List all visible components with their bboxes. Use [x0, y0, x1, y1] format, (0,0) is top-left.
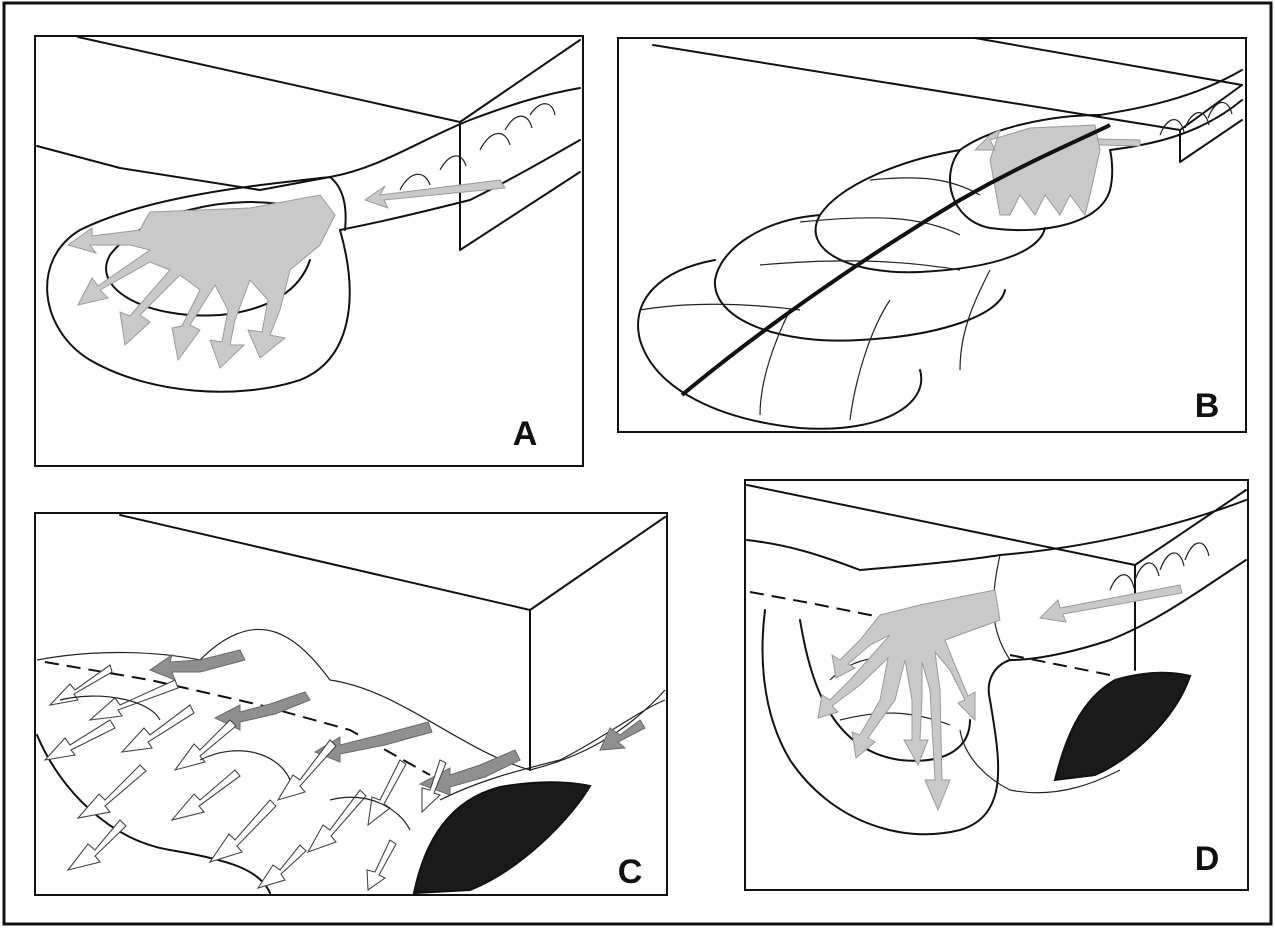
panel-b-label: B: [1195, 387, 1220, 425]
panel-d-label: D: [1195, 840, 1220, 878]
panel-a-label: A: [513, 415, 538, 453]
panel-c-label: C: [618, 853, 643, 891]
panel-c: C: [35, 513, 667, 895]
panel-b: B: [618, 38, 1246, 432]
panel-a: A: [35, 36, 583, 466]
panel-d: D: [745, 480, 1248, 890]
